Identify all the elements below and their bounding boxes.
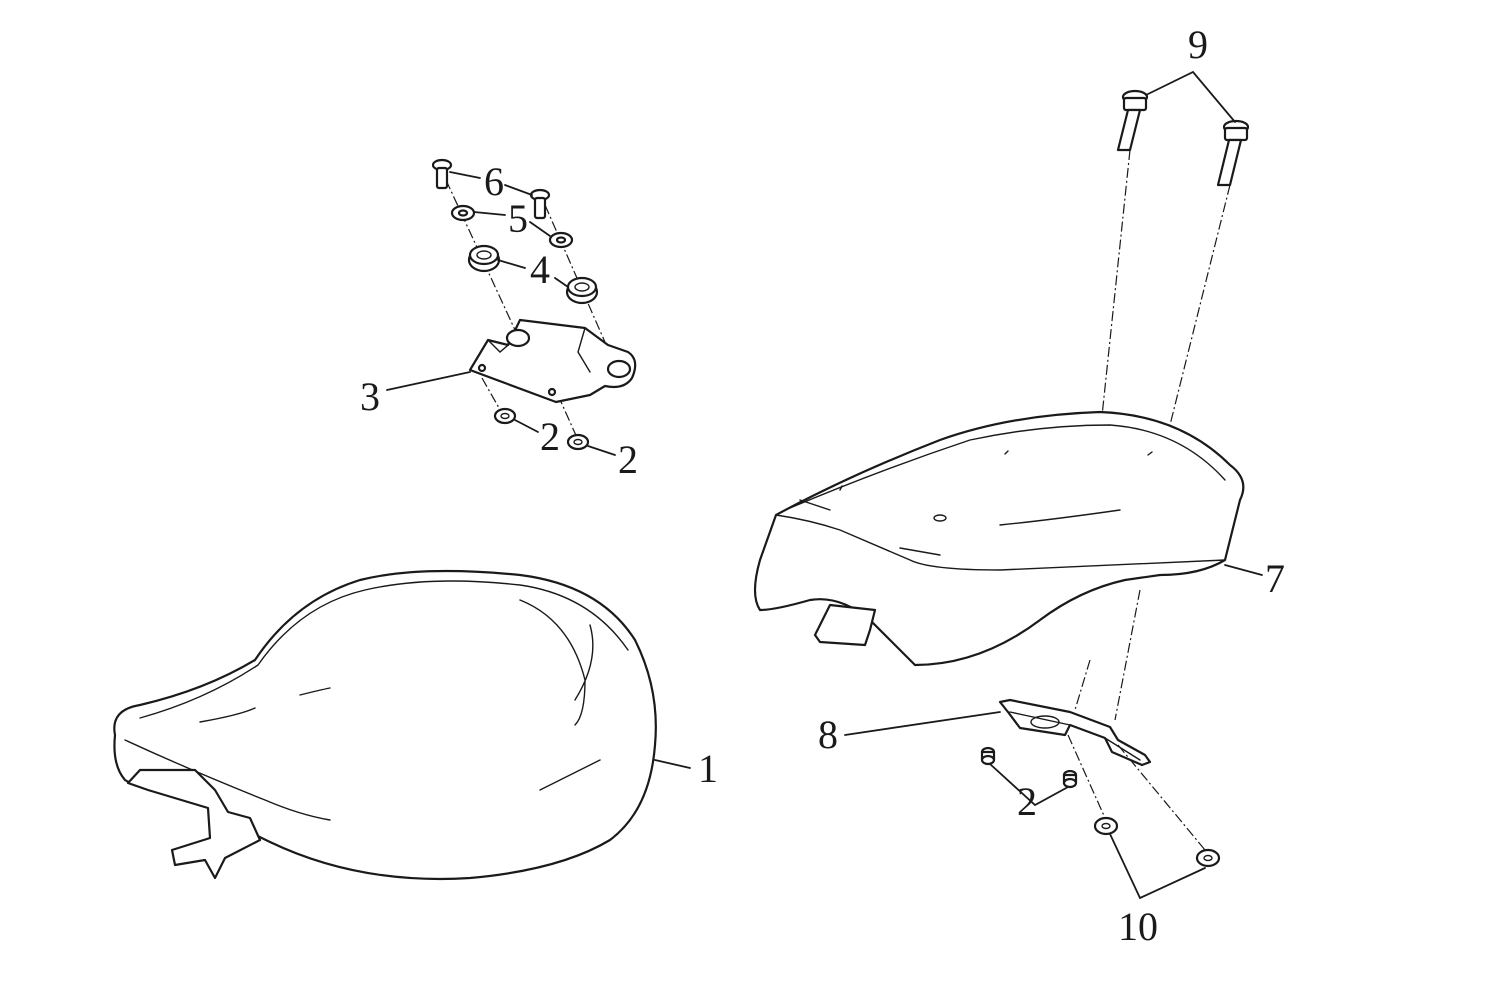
- callout-2-upper-right: 2: [618, 437, 638, 482]
- leader-1: [654, 759, 691, 769]
- nut-2-upper-left: [493, 407, 517, 425]
- grommet-4-right: [565, 276, 599, 305]
- leader-5: [473, 211, 551, 237]
- callout-3: 3: [360, 374, 380, 419]
- callout-2-lower: 2: [1017, 779, 1037, 824]
- leader-2-upper-left: [514, 419, 539, 433]
- callout-1: 1: [698, 746, 718, 791]
- callout-2-upper-left: 2: [540, 414, 560, 459]
- washer-5-left: [450, 204, 476, 222]
- rear-seat-7: [753, 70, 1263, 721]
- leader-10: [1109, 833, 1206, 900]
- nut-2-upper-right: [566, 433, 590, 451]
- leader-9: [1145, 70, 1236, 123]
- washer-10-right: [1195, 848, 1221, 868]
- assembly-axis-below-right: [1114, 589, 1141, 721]
- assembly-axis-lower-left: [481, 377, 504, 416]
- grommet-4-left: [467, 244, 501, 273]
- assembly-axis-bolt-left: [1099, 149, 1131, 436]
- washer-5-right: [548, 231, 574, 249]
- screw-6-right: [529, 188, 551, 220]
- nut-2-lower-right: [1062, 769, 1078, 789]
- callout-6: 6: [484, 159, 504, 204]
- assembly-axis-left: [445, 179, 516, 331]
- callout-10: 10: [1118, 904, 1158, 949]
- leader-6: [449, 171, 533, 196]
- screw-6-left: [431, 158, 453, 190]
- leader-4: [497, 259, 569, 288]
- leader-8: [844, 711, 1001, 736]
- assembly-axis-right: [544, 204, 616, 366]
- nut-2-lower-left: [980, 746, 996, 766]
- assembly-axis-washer-right: [1117, 744, 1206, 851]
- callout-4: 4: [530, 247, 550, 292]
- main-seat-1: [113, 569, 691, 881]
- assembly-axis-bolt-right: [1164, 184, 1231, 446]
- callout-5: 5: [508, 196, 528, 241]
- callout-8: 8: [818, 712, 838, 757]
- leader-3: [386, 371, 471, 391]
- leader-7: [1224, 564, 1263, 576]
- bracket-plate-3: [468, 318, 637, 404]
- washer-10-left: [1093, 816, 1119, 836]
- bolt-9-right: [1216, 119, 1250, 187]
- assembly-axis-below-left: [1074, 659, 1091, 711]
- assembly-axis-lower-right: [557, 394, 579, 441]
- callout-9: 9: [1188, 22, 1208, 67]
- callout-7: 7: [1265, 556, 1285, 601]
- front-bracket-assembly: [386, 158, 637, 456]
- leader-2-upper-right: [587, 445, 616, 456]
- bracket-8: [998, 698, 1152, 767]
- leader-2-lower: [989, 763, 1069, 807]
- rear-bracket-assembly: [844, 698, 1221, 900]
- bolt-9-left: [1116, 89, 1149, 152]
- assembly-axis-washer-left: [1067, 734, 1106, 819]
